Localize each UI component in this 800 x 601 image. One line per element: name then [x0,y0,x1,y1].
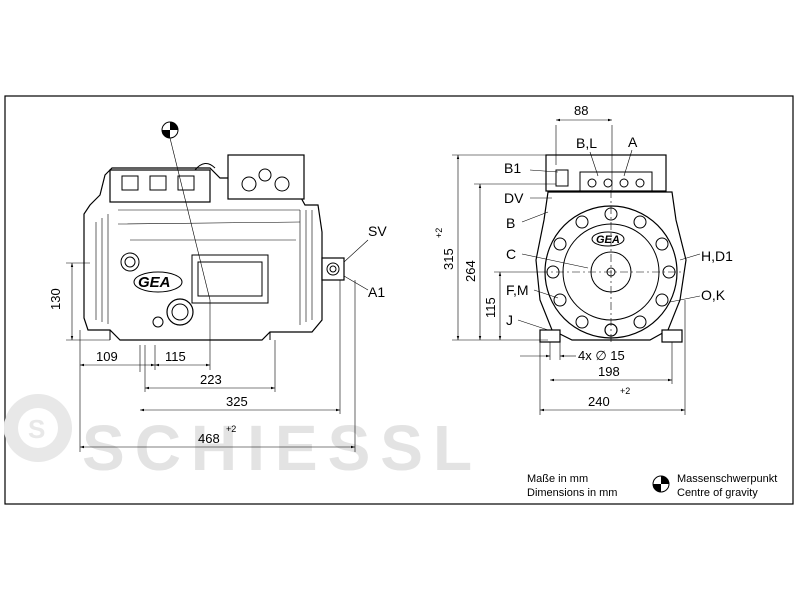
oil-port [166,298,194,326]
dim-468: 468 [198,431,220,446]
sight-glass [120,252,140,272]
label-fm: F,M [506,282,529,298]
legend-units-en: Dimensions in mm [527,487,617,499]
front-terminal-box [545,154,667,192]
dim-240-tolerance: +2 [620,386,630,396]
dim-88: 88 [574,103,588,118]
label-sv: SV [368,223,387,239]
drawing-frame [4,95,794,505]
legend: Maße in mm Dimensions in mm Massenschwer… [527,473,777,499]
label-a1: A1 [368,284,385,300]
svg-text:S: S [28,414,45,444]
side-dimensions: 130 109 115 223 325 468 +2 SV A1 [48,223,387,452]
front-view: GEA [535,154,687,345]
label-a: A [628,134,638,150]
dim-315-tolerance: +2 [434,228,444,238]
dim-264: 264 [463,260,478,282]
front-dimensions: 88 315 +2 264 115 4x ∅ 15 198 240 +2 [434,103,733,415]
watermark-text: SCHIESSL [82,412,482,484]
dim-115-front: 115 [483,297,498,318]
terminal-box [227,154,305,200]
centre-of-gravity-icon [161,121,179,139]
legend-units-de: Maße in mm [527,473,588,485]
side-logo: GEA [138,274,171,291]
dim-198: 198 [598,364,620,379]
label-ok: O,K [701,287,726,303]
suction-valve [321,257,345,281]
dim-325: 325 [226,394,248,409]
front-logo: GEA [596,234,620,246]
dim-4x15: 4x ∅ 15 [578,348,625,363]
legend-cog-de: Massenschwerpunkt [677,473,777,485]
label-bl: B,L [576,135,597,151]
dim-109: 109 [96,349,118,364]
centre-of-gravity-legend-icon [652,475,670,493]
side-view: GEA [83,121,345,341]
dim-468-tolerance: +2 [226,424,236,434]
terminal-bolt [258,168,272,182]
legend-cog-en: Centre of gravity [677,487,758,499]
dim-315: 315 [441,248,456,270]
terminal-bolt [274,176,290,192]
nameplate [191,254,269,304]
dim-240: 240 [588,394,610,409]
terminal-bolt [241,176,257,192]
label-c: C [506,246,516,262]
dim-223: 223 [200,372,222,387]
label-hd1: H,D1 [701,248,733,264]
label-b1: B1 [504,160,521,176]
label-b: B [506,215,515,231]
dim-115: 115 [165,349,186,364]
dim-130: 130 [48,288,63,310]
label-dv: DV [504,190,524,206]
side-housing [83,167,323,341]
label-j: J [506,312,513,328]
cylinder-head [109,169,211,203]
